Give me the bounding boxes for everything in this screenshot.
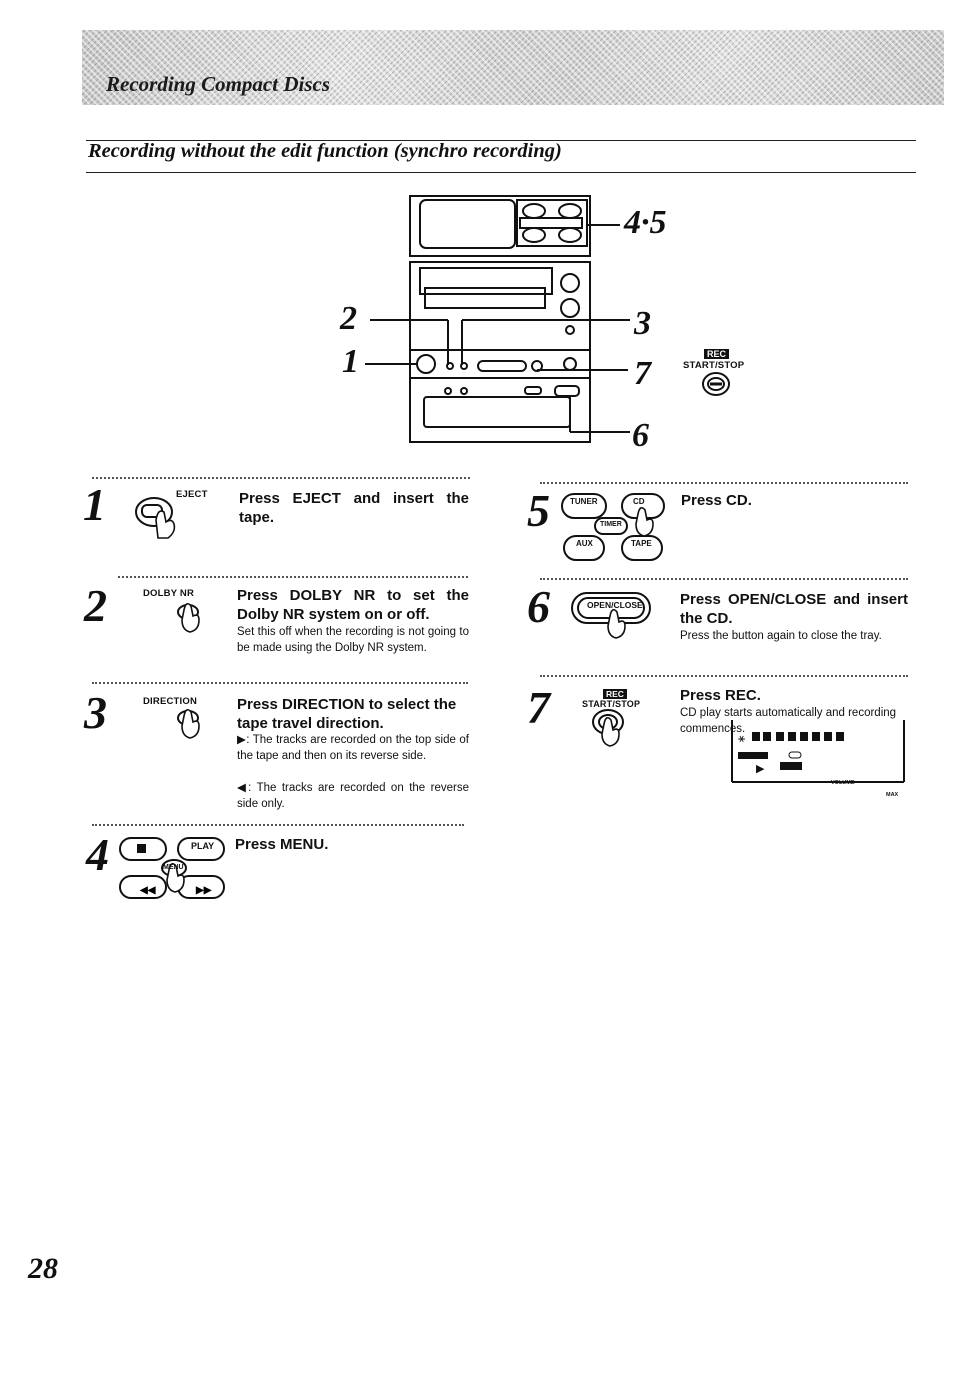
callout-4-5: 4·5 — [624, 204, 667, 241]
svg-text:▶▶: ▶▶ — [195, 885, 213, 896]
step-5-buttons — [561, 493, 665, 561]
hand-pointer-icon — [181, 708, 200, 739]
callout-3: 3 — [634, 305, 651, 342]
lcd-volume-label: VOLUME — [831, 780, 855, 786]
step-3-note-reverse: ◀: The tracks are recorded on the revers… — [237, 782, 469, 810]
step-5-heading: Press CD. — [681, 492, 752, 509]
cd-button-label: CD — [633, 497, 645, 506]
step-7-body: CD play starts automatically and recordi… — [680, 707, 897, 735]
divider — [540, 482, 908, 484]
rec-start-stop-button-icon — [592, 709, 624, 747]
divider — [92, 824, 464, 826]
section-rule-bottom — [86, 172, 916, 173]
start-stop-label: START/STOP — [683, 360, 745, 371]
step-2-heading: Press DOLBY NR to set the Dolby NR syste… — [237, 587, 469, 623]
step-2-button-label: DOLBY NR — [143, 588, 195, 599]
tuner-button-label: TUNER — [570, 497, 598, 506]
step-3-button-label: DIRECTION — [143, 696, 198, 707]
step-4-buttons: ◀◀ ▶▶ — [119, 837, 225, 899]
callout-6: 6 — [632, 417, 649, 454]
lcd-display: ⚹ ▶ — [731, 720, 905, 783]
step-4-heading: Press MENU. — [235, 836, 329, 853]
step-1-button-label: EJECT — [176, 489, 208, 500]
callout-7: 7 — [634, 355, 651, 392]
hand-pointer-icon — [181, 602, 200, 633]
svg-text:⚹: ⚹ — [738, 731, 745, 745]
step-3-heading: Press DIRECTION to select the tape trave… — [237, 696, 457, 732]
step-6-heading: Press OPEN/CLOSE and insert the CD. — [680, 591, 908, 627]
dolby-nr-button-icon — [177, 602, 200, 633]
page-number: 28 — [28, 1252, 58, 1285]
divider — [118, 576, 468, 578]
hand-pointer-icon — [166, 862, 185, 893]
step-1-number: 1 — [83, 479, 106, 530]
section-title: Recording without the edit function (syn… — [88, 140, 562, 162]
eject-button-icon — [135, 497, 176, 539]
divider — [92, 477, 470, 479]
rewind-icon — [119, 875, 167, 899]
svg-text:◀◀: ◀◀ — [139, 885, 156, 896]
step-1-heading: Press EJECT and insert the tape. — [239, 490, 469, 526]
step-7-button-label: START/STOP — [582, 699, 641, 709]
step-4-number: 4 — [86, 829, 109, 880]
step-3-note-forward: ▶: The tracks are recorded on the top si… — [237, 734, 469, 762]
hand-pointer-icon — [635, 506, 654, 537]
hand-pointer-icon — [155, 510, 176, 539]
header-band — [82, 30, 944, 105]
hand-pointer-icon — [607, 608, 626, 639]
stop-icon — [119, 837, 167, 861]
menu-button-label: MENU — [163, 864, 184, 871]
stereo-system-diagram — [365, 195, 630, 443]
step-7-number: 7 — [527, 682, 550, 733]
divider — [540, 675, 908, 677]
tape-button-label: TAPE — [631, 539, 652, 548]
step-6-number: 6 — [527, 581, 550, 632]
hand-pointer-icon — [601, 716, 620, 747]
play-button-label: PLAY — [191, 841, 215, 851]
direction-button-icon — [177, 708, 200, 739]
callout-2: 2 — [340, 300, 357, 337]
open-close-button-label: OPEN/CLOSE — [587, 600, 643, 610]
step-3-number: 3 — [84, 687, 107, 738]
divider — [92, 682, 468, 684]
timer-button-label: TIMER — [600, 521, 622, 528]
callout-1: 1 — [342, 343, 359, 380]
svg-text:▶: ▶ — [756, 763, 765, 775]
step-2-number: 2 — [84, 580, 107, 631]
step-6-body: Press the button again to close the tray… — [680, 630, 882, 642]
open-close-button-icon — [571, 592, 651, 639]
lcd-max-label: MAX — [886, 792, 899, 798]
divider — [540, 578, 908, 580]
step-7-heading: Press REC. — [680, 687, 761, 704]
step-2-body: Set this off when the recording is not g… — [237, 626, 469, 654]
play-icon — [177, 837, 225, 861]
step-7-rec-badge: REC — [603, 689, 627, 699]
header-title: Recording Compact Discs — [106, 72, 330, 96]
section-rule-top — [86, 140, 916, 141]
rec-badge: REC — [704, 349, 730, 359]
aux-button-label: AUX — [576, 539, 593, 548]
start-stop-button-icon — [702, 372, 730, 396]
step-5-number: 5 — [527, 485, 550, 536]
